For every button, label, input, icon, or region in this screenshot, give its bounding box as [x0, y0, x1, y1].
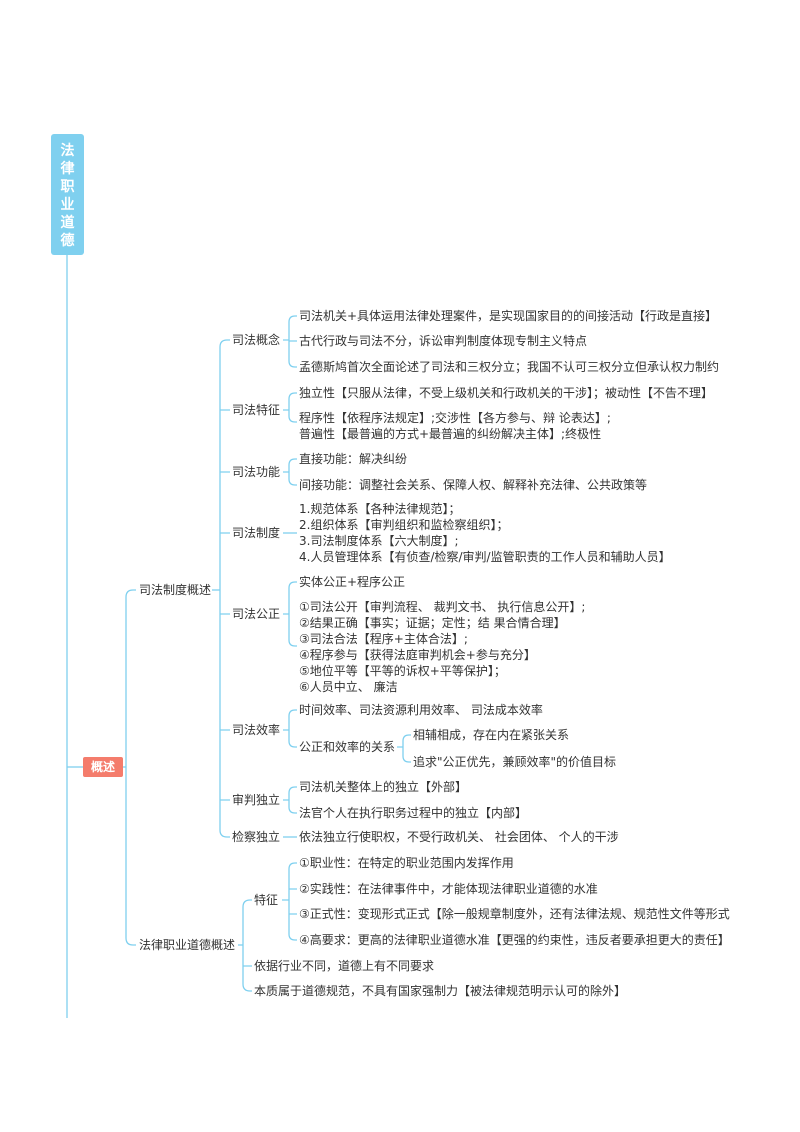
node-procuratorial-independence[interactable]: 检察独立	[232, 830, 281, 844]
overview-node[interactable]: 概述	[83, 757, 123, 777]
connector	[282, 862, 297, 941]
leaf-system-4: 4.人员管理体系【有侦查/检察/审判/监管职责的工作人员和辅助人员】	[299, 550, 671, 564]
connector	[219, 339, 230, 838]
node-trial-independence[interactable]: 审判独立	[232, 793, 281, 807]
node-judicial-functions[interactable]: 司法功能	[232, 465, 281, 479]
node-judicial-justice[interactable]: 司法公正	[232, 607, 281, 621]
node-legal-ethics-overview[interactable]: 法律职业道德概述	[139, 938, 236, 952]
node-judicial-system[interactable]: 司法制度	[232, 526, 281, 540]
node-ethics-features[interactable]: 特征	[254, 893, 279, 907]
node-judicial-efficiency[interactable]: 司法效率	[232, 723, 281, 737]
leaf-concept-1: 司法机关+具体运用法律处理案件，是实现国家目的的间接活动【行政是直接】	[299, 309, 718, 323]
leaf-system-2: 2.组织体系【审判组织和监检察组织】；	[299, 518, 509, 532]
leaf-functions-2: 间接功能：调整社会关系、保障人权、解释补充法律、公共政策等	[299, 478, 648, 492]
leaf-justice-1: ①司法公开【审判流程、 裁判文书、 执行信息公开】;	[299, 600, 586, 614]
connector	[283, 315, 297, 368]
overview-label: 概述	[90, 760, 115, 774]
leaf-ethics-item-2: 依据行业不同，道德上有不同要求	[254, 959, 435, 973]
leaf-features-3: 普遍性【最普遍的方式+最普遍的纠纷解决主体】;终极性	[299, 427, 602, 441]
leaf-efficiency-1: 时间效率、司法资源利用效率、 司法成本效率	[299, 703, 543, 717]
leaf-system-3: 3.司法制度体系【六大制度】;	[299, 534, 459, 548]
node-judicial-concept[interactable]: 司法概念	[232, 333, 281, 347]
root-title: 法律职业道德	[60, 143, 75, 249]
node-justice-efficiency-relation[interactable]: 公正和效率的关系	[299, 740, 396, 754]
connector	[125, 589, 136, 946]
leaf-system-1: 1.规范体系【各种法律规范】；	[299, 502, 461, 516]
connector	[283, 392, 297, 423]
connector	[283, 786, 297, 814]
leaf-justice-3: ③司法合法【程序+主体合法】;	[299, 632, 468, 646]
leaf-relation-2: 追求"公正优先，兼顾效率"的价值目标	[413, 755, 617, 769]
leaf-ethics-feature-4: ④高要求：更高的法律职业道德水准【更强的约束性，违反者要承担更大的责任】	[299, 933, 730, 947]
connector	[283, 581, 297, 647]
leaf-trial-1: 司法机关整体上的独立【外部】	[299, 780, 468, 794]
leaf-relation-1: 相辅相成，存在内在紧张关系	[413, 728, 570, 742]
connector	[283, 709, 297, 748]
root-title-box[interactable]: 法律职业道德	[51, 134, 84, 255]
leaf-ethics-feature-2: ②实践性：在法律事件中，才能体现法律职业道德的水准	[299, 882, 598, 896]
leaf-trial-2: 法官个人在执行职务过程中的独立【内部】	[299, 806, 528, 820]
node-judicial-system-overview[interactable]: 司法制度概述	[139, 583, 212, 597]
leaf-justice-6: ⑥人员中立、 廉洁	[299, 680, 398, 694]
leaf-features-1: 独立性【只服从法律，不受上级机关和行政机关的干涉】；被动性【不告不理】	[299, 386, 714, 400]
leaf-ethics-feature-1: ①职业性：在特定的职业范围内发挥作用	[299, 856, 514, 870]
connector	[220, 409, 230, 801]
node-judicial-features[interactable]: 司法特征	[232, 403, 281, 417]
connector	[283, 458, 297, 486]
connector	[397, 734, 411, 763]
leaf-features-2: 程序性【依程序法规定】;交涉性【各方参与、辩 论表达】;	[299, 411, 611, 425]
leaf-functions-1: 直接功能：解决纠纷	[299, 452, 408, 466]
leaf-justice-5: ⑤地位平等【平等的诉权+平等保护】；	[299, 664, 506, 678]
leaf-justice-4: ④程序参与【获得法庭审判机会+参与充分】	[299, 648, 536, 662]
leaf-procuratorial-1: 依法独立行使职权，不受行政机关、 社会团体、 个人的干涉	[299, 830, 619, 844]
leaf-ethics-item-3: 本质属于道德规范，不具有国家强制力【被法律规范明示认可的除外】	[254, 984, 627, 998]
connector	[242, 899, 252, 992]
leaf-justice-2: ②结果正确【事实；证据；定性；结 果合情合理】	[299, 616, 566, 630]
leaf-ethics-feature-3: ③正式性：变现形式正式【除一般规章制度外，还有法律法规、规范性文件等形式	[299, 907, 730, 921]
leaf-concept-3: 孟德斯鸠首次全面论述了司法和三权分立；我国不认可三权分立但承认权力制约	[299, 360, 720, 374]
leaf-justice-head: 实体公正+程序公正	[299, 575, 406, 589]
leaf-concept-2: 古代行政与司法不分，诉讼审判制度体现专制主义特点	[299, 334, 588, 348]
